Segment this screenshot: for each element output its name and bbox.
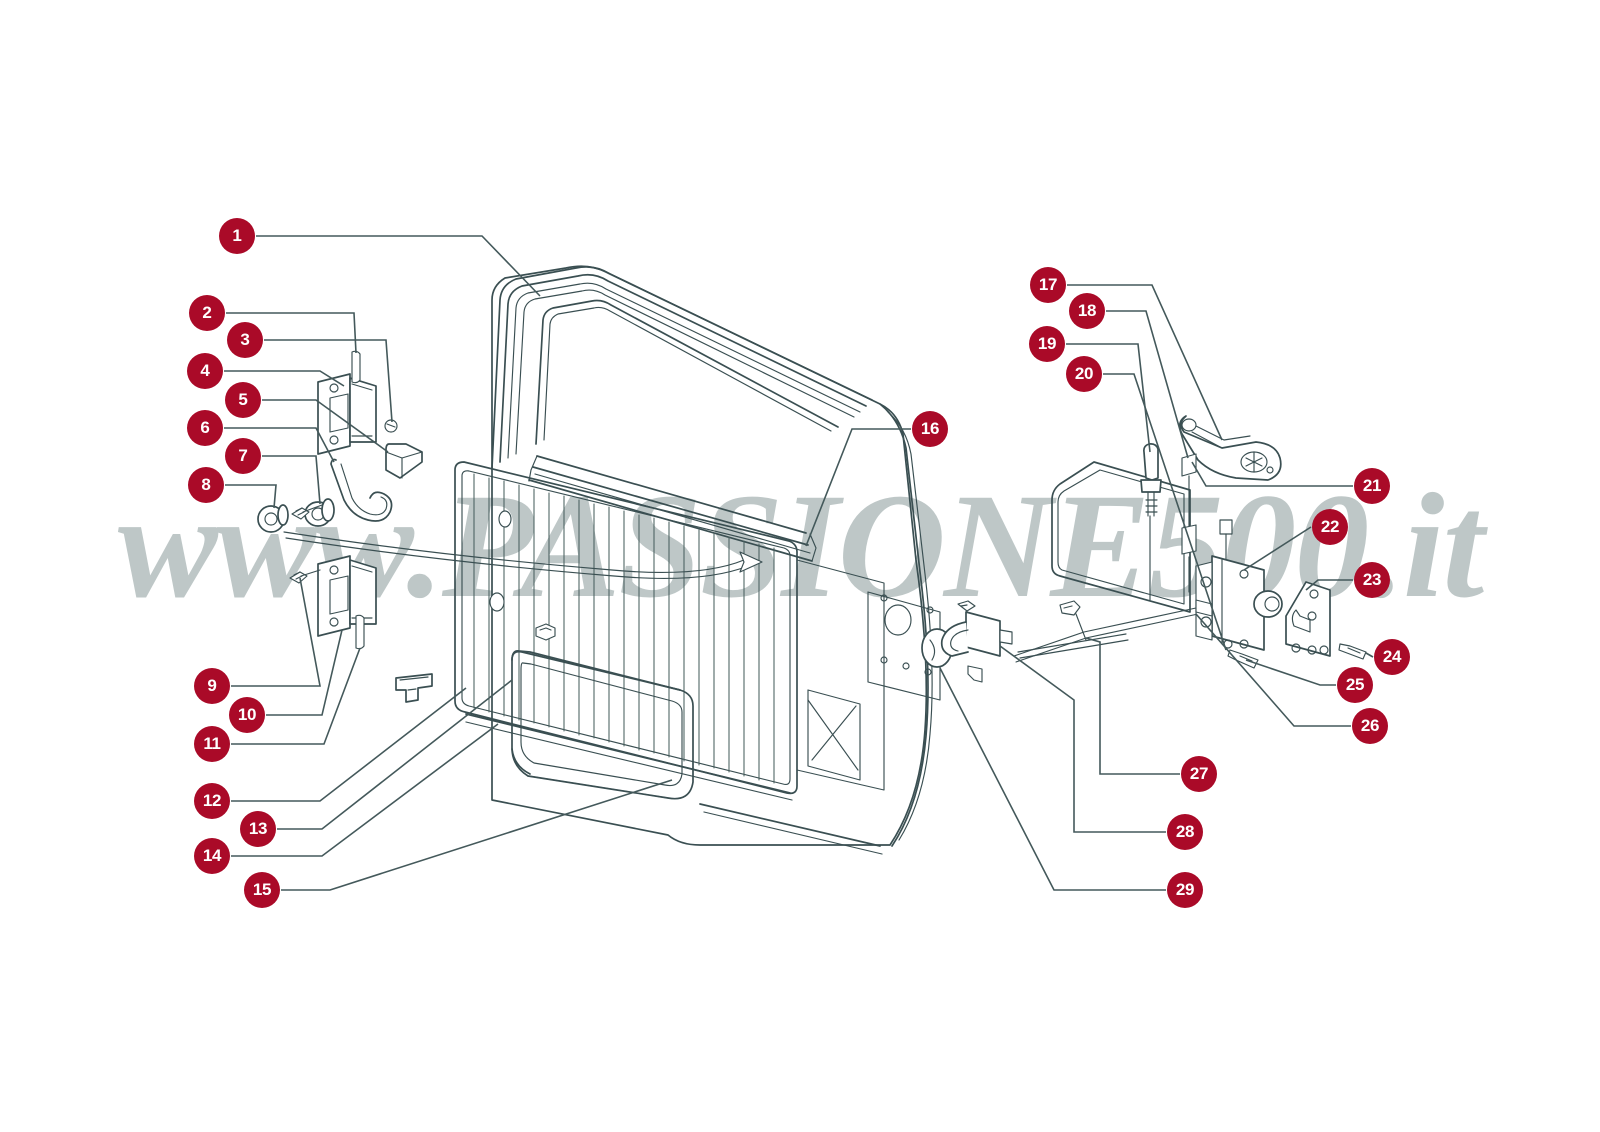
door-lock-mechanism (1195, 555, 1283, 669)
check-strap-bush-8 (257, 504, 289, 533)
hinge-pin-upper (351, 350, 361, 384)
hinge-lower (317, 555, 377, 637)
callout-badge-16[interactable]: 16 (912, 411, 948, 447)
callout-badge-5[interactable]: 5 (225, 382, 261, 418)
leader-lines (224, 235, 1374, 891)
callout-badge-4[interactable]: 4 (187, 353, 223, 389)
check-strap-bush (384, 419, 398, 433)
callout-badge-19[interactable]: 19 (1029, 326, 1065, 362)
lock-barrel (1140, 443, 1162, 601)
interior-door-handle (940, 600, 1013, 683)
callout-badge-29[interactable]: 29 (1167, 872, 1203, 908)
hinge-screw-lower (289, 569, 321, 584)
callout-badge-11[interactable]: 11 (194, 726, 230, 762)
callout-badge-12[interactable]: 12 (194, 783, 230, 819)
panel-ribs (473, 473, 775, 784)
callout-badge-28[interactable]: 28 (1167, 814, 1203, 850)
door-inner-structure (796, 559, 941, 791)
door-glass (1051, 461, 1191, 613)
hinge-pin-lower (355, 614, 365, 650)
armrest-pocket (511, 650, 694, 800)
callout-badge-23[interactable]: 23 (1354, 562, 1390, 598)
callout-badge-25[interactable]: 25 (1337, 667, 1373, 703)
door-trim-panel (454, 461, 798, 795)
callout-badge-14[interactable]: 14 (194, 838, 230, 874)
callout-badge-13[interactable]: 13 (240, 811, 276, 847)
callout-badge-21[interactable]: 21 (1354, 468, 1390, 504)
callout-badge-2[interactable]: 2 (189, 295, 225, 331)
check-strap-arm (330, 458, 393, 522)
check-strap-stop (385, 443, 423, 479)
callout-badge-26[interactable]: 26 (1352, 708, 1388, 744)
callout-badge-18[interactable]: 18 (1069, 293, 1105, 329)
door-bottom-seal (465, 713, 883, 855)
callout-badge-1[interactable]: 1 (219, 218, 255, 254)
check-strap-roller (304, 498, 335, 527)
door-panel-clip (395, 673, 433, 703)
callout-badge-22[interactable]: 22 (1312, 509, 1348, 545)
callout-badge-9[interactable]: 9 (194, 668, 230, 704)
callout-badge-17[interactable]: 17 (1030, 267, 1066, 303)
window-frame (491, 266, 873, 469)
callout-badge-8[interactable]: 8 (188, 467, 224, 503)
callout-badge-20[interactable]: 20 (1066, 356, 1102, 392)
striker-plate (1285, 581, 1367, 660)
callout-badge-15[interactable]: 15 (244, 872, 280, 908)
hinge-screw-upper (291, 504, 323, 520)
callout-badge-24[interactable]: 24 (1374, 639, 1410, 675)
exterior-door-handle (1178, 415, 1282, 481)
hinge-upper (317, 373, 377, 455)
callout-badge-6[interactable]: 6 (187, 410, 223, 446)
callout-badge-7[interactable]: 7 (225, 438, 261, 474)
lock-link-rods (1013, 600, 1199, 663)
callout-badge-10[interactable]: 10 (229, 697, 265, 733)
callout-badge-27[interactable]: 27 (1181, 756, 1217, 792)
door-shell (491, 265, 933, 847)
callout-badge-3[interactable]: 3 (227, 322, 263, 358)
door-seal-arc (283, 531, 763, 580)
